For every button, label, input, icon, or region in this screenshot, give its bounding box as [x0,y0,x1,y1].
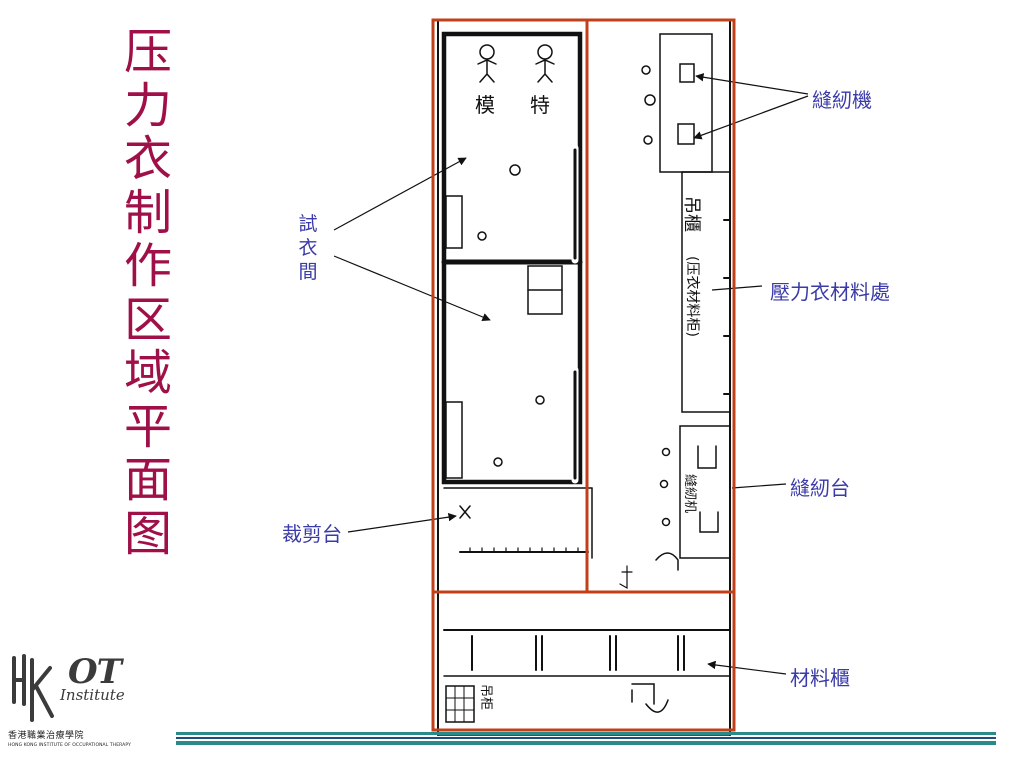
footer-bar-middle [176,737,996,739]
fitting-room-block [441,31,583,485]
hk-monogram-icon [12,654,54,722]
sketch-handwriting: 模 特 吊櫃 (压衣材料柜) 縫紉机 吊柜 [475,93,702,710]
arrow-sewing-machine-2 [693,95,809,140]
footer-bar-top [176,732,996,735]
arrow-fitting-room-1 [333,157,467,231]
arrow-sewing-machine-1 [695,73,809,95]
title-char: 面 [123,452,172,508]
label-arrows [333,73,809,675]
title-char: 衣 [123,131,172,187]
zone-outlines [431,18,736,732]
label-material-cabinet: 材料櫃 [790,666,850,690]
sketch-lines [437,19,731,736]
title-char: 平 [123,398,172,455]
title-char: 制 [123,184,172,241]
sketch-mannequin-right: 特 [530,93,550,117]
logo-institute-text: Institute [60,686,125,704]
logo-english-name: HONG KONG INSTITUTE OF OCCUPATIONAL THER… [8,743,131,748]
footer-bar-bottom [176,741,996,745]
sketch-cabinet-note: 吊柜 [478,684,493,710]
logo-chinese-name: 香港職業治療學院 [8,731,85,741]
sketch-hanging-cabinet-note: (压衣材料柜) [684,256,700,337]
title-char: 力 [123,77,172,134]
label-fitting-room: 試衣間 [296,212,320,284]
title-char: 作 [123,238,172,294]
fitting-room-char: 衣 [298,237,318,259]
sketch-hanging-cabinet: 吊櫃 [681,196,702,232]
label-sewing-machine: 縫紉機 [812,88,872,112]
label-cutting-table: 裁剪台 [282,522,342,546]
label-pressure-material-area: 壓力衣材料處 [770,280,890,304]
sketch-mannequin-left: 模 [475,93,495,117]
sketch-sewing-bench-note: 縫紉机 [682,474,697,513]
arrow-cutting-table [347,512,457,533]
fitting-room-char: 間 [298,261,318,283]
logo-ot-text: OT [68,652,122,692]
title-char: 域 [123,345,172,401]
arrow-fitting-room-2 [333,255,491,322]
institute-logo: OT Institute 香港職業治療學院 HONG KONG INSTITUT… [8,650,168,762]
label-sewing-table: 縫紉台 [790,476,850,500]
arrow-material-area [711,285,763,291]
page-title: 压力衣制作区域平面图 [118,24,178,562]
zone-material-cabinet [431,590,736,732]
title-char: 区 [123,291,172,348]
fitting-room-char: 試 [298,213,318,235]
arrow-material-cabinet [707,660,787,675]
title-char: 图 [123,505,172,562]
title-char: 压 [123,24,172,80]
arrow-sewing-table [731,483,787,489]
